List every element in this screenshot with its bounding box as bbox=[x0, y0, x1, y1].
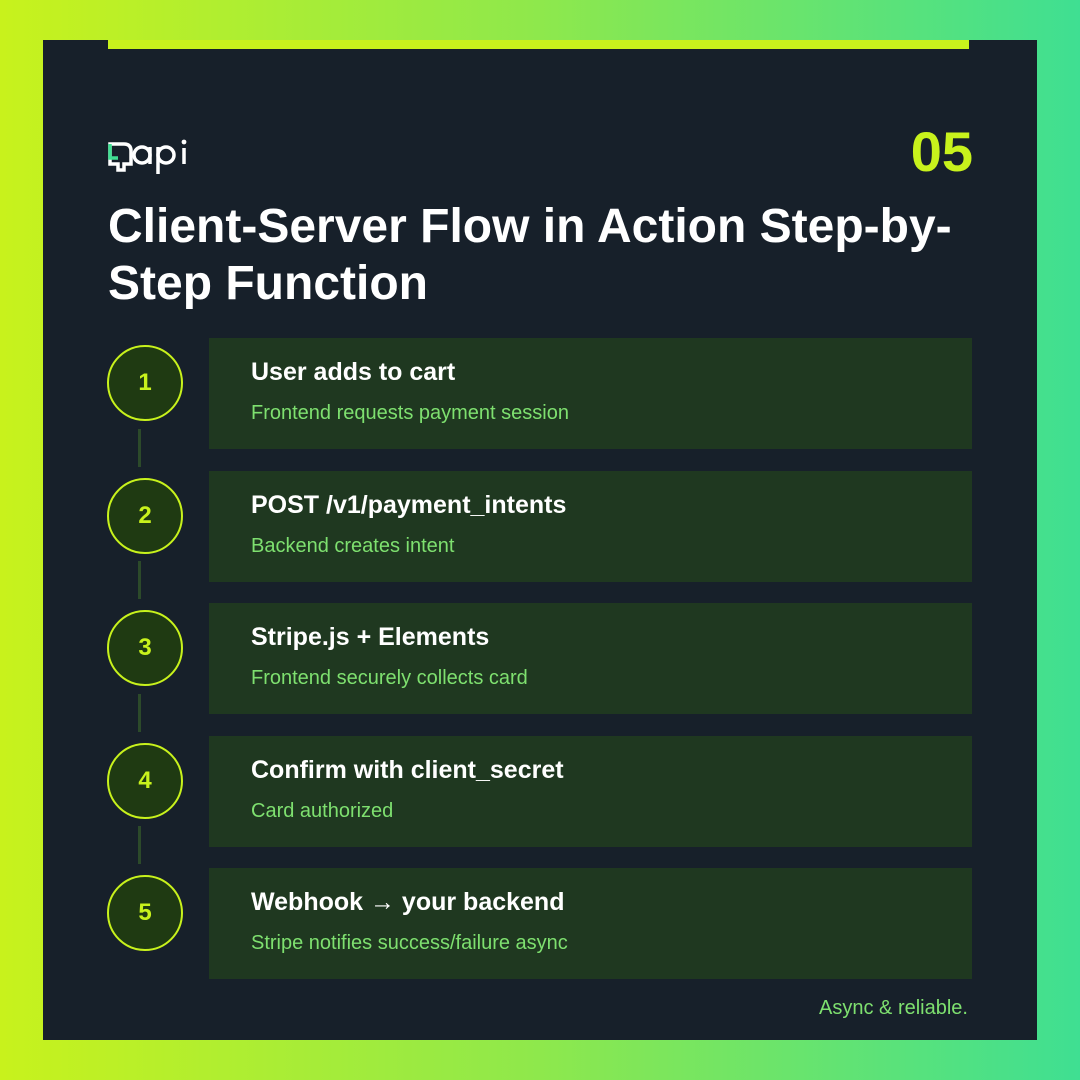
step-description: Frontend securely collects card bbox=[251, 667, 528, 689]
step-card: Confirm with client_secret Card authoriz… bbox=[209, 736, 972, 847]
step-description: Stripe notifies success/failure async bbox=[251, 932, 568, 954]
slide-card: 05 Client-Server Flow in Action Step-by-… bbox=[43, 40, 1037, 1040]
step-title: POST /v1/payment_intents bbox=[251, 491, 567, 519]
step-card: Stripe.js + Elements Frontend securely c… bbox=[209, 603, 972, 714]
step-card: User adds to cart Frontend requests paym… bbox=[209, 338, 972, 449]
step-title: Stripe.js + Elements bbox=[251, 623, 490, 651]
step-number-badge: 4 bbox=[107, 743, 183, 819]
step-description: Card authorized bbox=[251, 800, 394, 822]
step-card: Webhook → your backend Stripe notifies s… bbox=[209, 868, 972, 979]
step-connector bbox=[138, 694, 141, 732]
step-description: Backend creates intent bbox=[251, 535, 455, 557]
step-title: Confirm with client_secret bbox=[251, 756, 564, 784]
step-connector bbox=[138, 561, 141, 599]
step-connector bbox=[138, 429, 141, 467]
qapi-logo bbox=[108, 139, 187, 174]
step-title: Webhook → your backend bbox=[251, 888, 565, 916]
step-connector bbox=[138, 826, 141, 864]
step-number-badge: 1 bbox=[107, 345, 183, 421]
step-description: Frontend requests payment session bbox=[251, 402, 569, 424]
top-accent-bar bbox=[108, 40, 969, 49]
step-card: POST /v1/payment_intents Backend creates… bbox=[209, 471, 972, 582]
step-title: User adds to cart bbox=[251, 358, 456, 386]
step-number-badge: 5 bbox=[107, 875, 183, 951]
page-number: 05 bbox=[910, 120, 973, 183]
step-number-badge: 3 bbox=[107, 610, 183, 686]
step-number-badge: 2 bbox=[107, 478, 183, 554]
page-title: Client-Server Flow in Action Step-by-Ste… bbox=[108, 200, 952, 310]
footer-note: Async & reliable. bbox=[819, 997, 968, 1019]
